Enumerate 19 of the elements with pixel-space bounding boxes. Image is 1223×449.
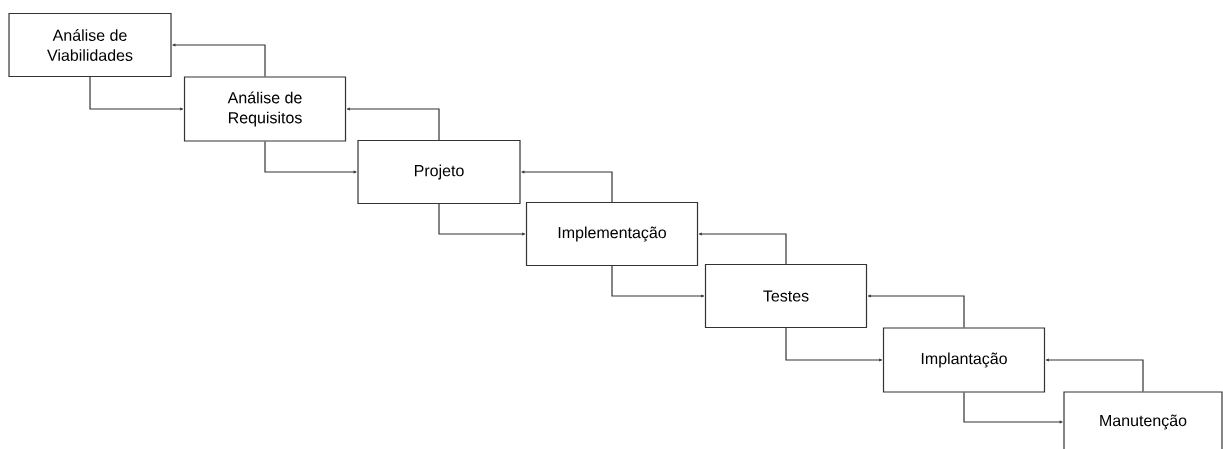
- arrow: [89, 76, 184, 111]
- arrow: [611, 265, 705, 298]
- arrow: [1045, 358, 1144, 392]
- arrow: [867, 294, 965, 328]
- arrow: [438, 203, 526, 236]
- arrow: [346, 107, 440, 141]
- process-box: Projeto: [357, 139, 521, 205]
- arrow: [785, 327, 883, 362]
- process-box: Implementação: [525, 201, 699, 267]
- process-box: Análise de Viabilidades: [8, 12, 172, 78]
- process-box: Implantação: [882, 327, 1046, 393]
- process-box: Análise de Requisitos: [183, 76, 347, 142]
- process-box: Testes: [704, 263, 868, 329]
- arrow: [264, 141, 357, 174]
- process-box: Manutenção: [1063, 391, 1223, 449]
- arrow: [698, 232, 787, 265]
- arrow: [172, 43, 266, 77]
- arrow: [963, 392, 1063, 424]
- arrow: [521, 170, 613, 203]
